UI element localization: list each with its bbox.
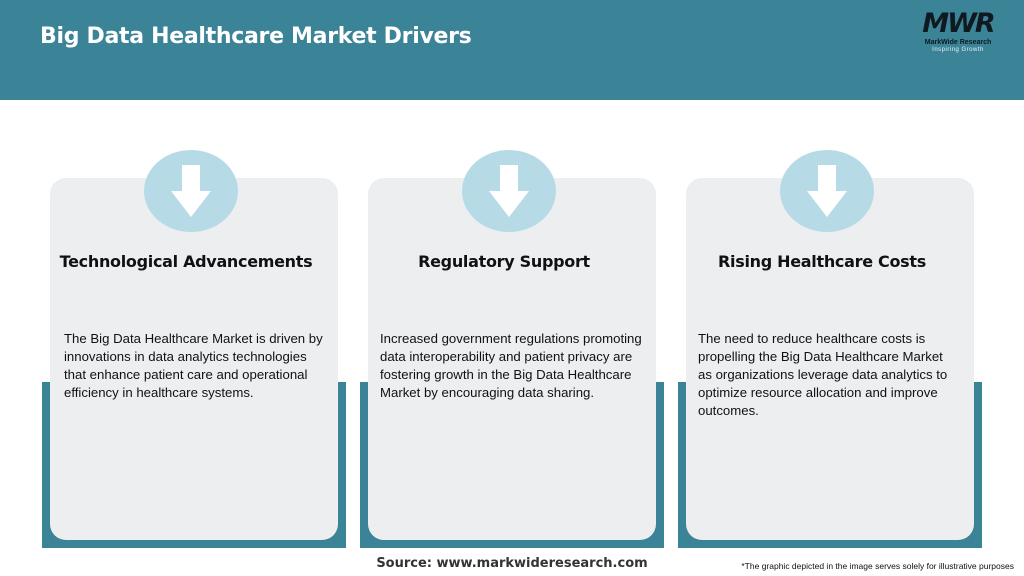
driver-card-regulatory [360, 150, 664, 548]
company-logo: MWR MarkWide Research Inspiring Growth [904, 10, 1012, 60]
logo-name: MarkWide Research [924, 39, 992, 46]
logo-tagline: Inspiring Growth [932, 47, 984, 53]
driver-card-costs [678, 150, 982, 548]
header-banner: Big Data Healthcare Market Drivers MWR M… [0, 0, 1024, 100]
source-credit: Source: www.markwideresearch.com [376, 556, 648, 571]
card-panel [686, 178, 974, 540]
card-body-text: The Big Data Healthcare Market is driven… [64, 331, 323, 400]
card-body-text: The need to reduce healthcare costs is p… [698, 331, 948, 418]
driver-card-technological [42, 150, 346, 548]
logo-mark: MWR [922, 8, 995, 39]
arrow-down-icon [462, 150, 556, 232]
arrow-down-icon [780, 150, 874, 232]
card-heading: Regulatory Support [418, 252, 590, 271]
card-panel [368, 178, 656, 540]
page-title: Big Data Healthcare Market Drivers [40, 24, 472, 49]
card-body-text: Increased government regulations promoti… [380, 331, 642, 400]
card-panel [50, 178, 338, 540]
card-heading: Rising Healthcare Costs [718, 252, 926, 271]
card-heading: Technological Advancements [59, 252, 313, 271]
arrow-down-icon [144, 150, 238, 232]
disclaimer-note: *The graphic depicted in the image serve… [741, 561, 1014, 571]
